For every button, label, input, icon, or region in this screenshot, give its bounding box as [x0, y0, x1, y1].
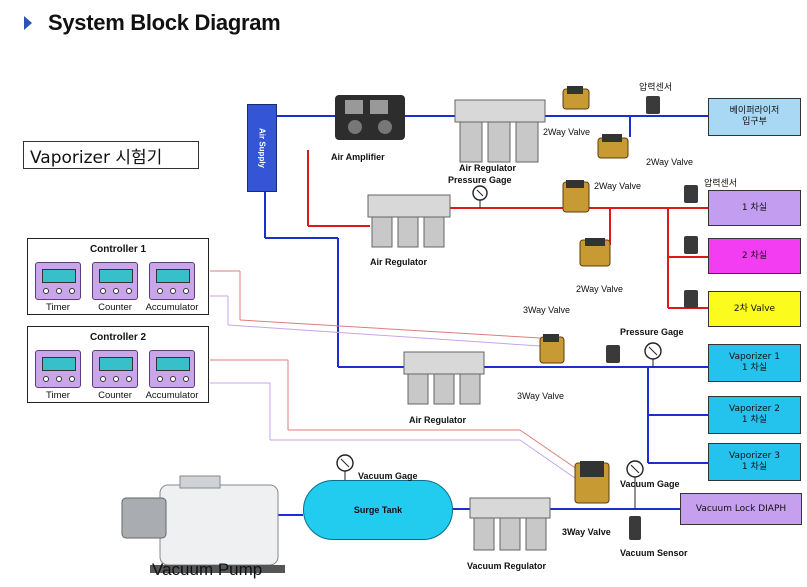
- air-amplifier-label: Air Amplifier: [331, 152, 385, 162]
- air-regulator-low-icon: [403, 351, 485, 405]
- output-vaporizer-1: Vaporizer 1 1 차실: [708, 344, 801, 382]
- sensor-2valve-icon: [684, 290, 698, 308]
- air-amplifier-icon: [335, 95, 405, 140]
- output-line1: 1 차실: [741, 202, 768, 213]
- output-line2: 1 차실: [741, 363, 768, 373]
- counter-label: Counter: [98, 302, 132, 313]
- output-line1: 2차 Valve: [733, 303, 776, 314]
- 2way-valve-d-label: 2Way Valve: [576, 284, 624, 294]
- timer-label: Timer: [46, 390, 70, 401]
- accumulator-device-icon: [149, 262, 195, 300]
- 2way-valve-a-label: 2Way Valve: [543, 127, 591, 137]
- vacuum-pump-icon: [121, 475, 285, 573]
- system-label: Vaporizer 시험기: [23, 141, 199, 169]
- air-regulator-top-label: Air Regulator: [459, 163, 517, 173]
- air-regulator-low-label: Air Regulator: [409, 415, 467, 425]
- air-regulator-mid-label: Air Regulator: [370, 257, 428, 267]
- output-line2: 1 차실: [741, 415, 768, 425]
- controller-2-title: Controller 2: [89, 332, 147, 343]
- output-line1: Vaporizer 3: [729, 451, 780, 461]
- vacuum-sensor-label: Vacuum Sensor: [620, 548, 688, 558]
- counter-label: Counter: [98, 390, 132, 401]
- air-regulator-mid-icon: [367, 194, 451, 248]
- pressure-sensor-mid-label: 압력센서: [704, 178, 738, 188]
- accumulator-device-icon: [149, 350, 195, 388]
- timer-device-icon: [35, 262, 81, 300]
- vacuum-gage-right-label: Vacuum Gage: [620, 479, 680, 489]
- sensor-2chamber-icon: [684, 236, 698, 254]
- page-title: System Block Diagram: [48, 10, 281, 35]
- pressure-sensor-top-icon: [646, 96, 660, 114]
- output-1st-chamber: 1 차실: [708, 190, 801, 226]
- output-line2: 1 차실: [741, 462, 768, 472]
- vacuum-pump-label: Vacuum Pump: [152, 560, 263, 579]
- air-supply-block: Air Supply: [247, 104, 277, 192]
- output-line1: Vaporizer 2: [729, 404, 780, 414]
- surge-tank: Surge Tank: [303, 480, 453, 540]
- output-vaporizer-2: Vaporizer 2 1 차실: [708, 396, 801, 434]
- 3way-valve-b-label: 3Way Valve: [517, 391, 565, 401]
- 3way-valve-label: 3Way Valve: [523, 305, 571, 315]
- pressure-sensor-mid-line-icon: [606, 345, 620, 363]
- pressure-sensor-top-label: 압력센서: [639, 82, 673, 92]
- pressure-sensor-mid-icon: [684, 185, 698, 203]
- counter-device-icon: [92, 350, 138, 388]
- vacuum-regulator-label: Vacuum Regulator: [467, 561, 547, 571]
- output-line1: 베이퍼라이저: [729, 106, 780, 116]
- timer-device-icon: [35, 350, 81, 388]
- counter-device-icon: [92, 262, 138, 300]
- output-line1: 2 차실: [741, 250, 768, 261]
- output-line2: 입구부: [742, 117, 767, 127]
- output-line1: Vacuum Lock DIAPH: [695, 503, 787, 514]
- 3way-valve-vacuum-label: 3Way Valve: [562, 527, 611, 537]
- timer-label: Timer: [46, 302, 70, 313]
- accumulator-label: Accumulator: [145, 302, 199, 313]
- air-regulator-top-icon: [454, 99, 546, 163]
- controller-2-panel: Controller 2 Timer Counter Accumulator: [27, 326, 209, 403]
- output-vacuum-lock: Vacuum Lock DIAPH: [680, 493, 802, 525]
- accumulator-label: Accumulator: [145, 390, 199, 401]
- vacuum-gage-tank-label: Vacuum Gage: [358, 471, 418, 481]
- controller-1-title: Controller 1: [89, 244, 147, 255]
- 2way-valve-b-label: 2Way Valve: [646, 157, 694, 167]
- controller-1-panel: Controller 1 Timer Counter Accumulator: [27, 238, 209, 315]
- 2way-valve-c-label: 2Way Valve: [594, 181, 642, 191]
- pressure-gage-mid-label: Pressure Gage: [620, 327, 684, 337]
- title-bullet-icon: [24, 16, 32, 30]
- output-line1: Vaporizer 1: [729, 352, 780, 362]
- output-vaporizer-inlet: 베이퍼라이저 입구부: [708, 98, 801, 136]
- pressure-gage-top-label: Pressure Gage: [448, 175, 512, 185]
- output-vaporizer-3: Vaporizer 3 1 차실: [708, 443, 801, 481]
- vacuum-regulator-icon: [469, 497, 551, 551]
- output-2nd-valve: 2차 Valve: [708, 291, 801, 327]
- output-2nd-chamber: 2 차실: [708, 238, 801, 274]
- vacuum-sensor-icon: [629, 516, 641, 540]
